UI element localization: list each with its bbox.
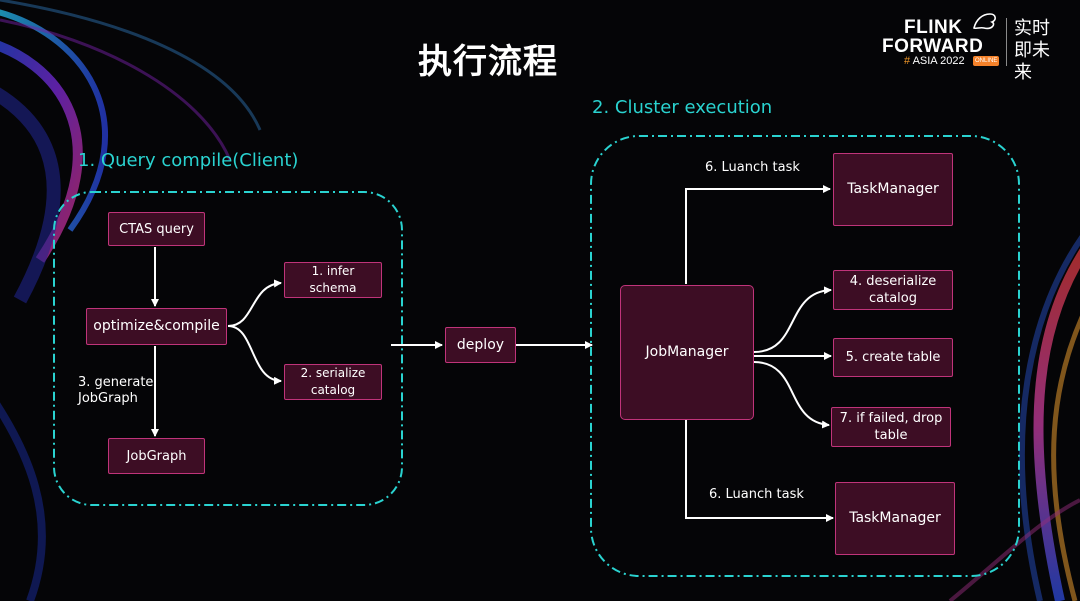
logo-flink-text: FLINK [904, 17, 963, 38]
deploy-node: deploy [445, 327, 516, 363]
section-label-client: 1. Query compile(Client) [78, 150, 299, 171]
page-title: 执行流程 [418, 42, 558, 82]
arrow-optimize-to-serialize [227, 325, 282, 385]
serialize-catalog-node: 2. serialize catalog [284, 364, 382, 400]
section-label-cluster: 2. Cluster execution [592, 97, 773, 118]
arrow-jobmanager-to-taskmanager-top [685, 185, 831, 284]
taskmanager-bottom-node: TaskManager [835, 482, 955, 555]
logo-forward-text: FORWARD [882, 36, 984, 57]
drop-table-node: 7. if failed, drop table [831, 407, 951, 447]
flink-forward-logo: FLINK FORWARD # ASIA 2022 ONLINE 实时即未来 [880, 10, 1070, 83]
arrow-jobmanager-to-taskmanager-bottom [685, 420, 834, 522]
logo-online-badge: ONLINE [973, 56, 1000, 66]
arrow-optimize-to-infer [227, 279, 282, 327]
launch-task-bottom-label: 6. Luanch task [709, 487, 804, 502]
jobmanager-node: JobManager [620, 285, 754, 420]
infer-schema-node: 1. infer schema [284, 262, 382, 298]
squirrel-logo-icon [973, 13, 996, 30]
cluster-container [590, 135, 1020, 577]
logo-slogan: 实时即未来 [1014, 18, 1050, 83]
client-container [53, 191, 403, 506]
arrow-jobmanager-to-drop-table [753, 361, 830, 429]
ctas-query-node: CTAS query [108, 212, 205, 246]
jobgraph-node: JobGraph [108, 438, 205, 474]
deserialize-catalog-node: 4. deserialize catalog [833, 270, 953, 310]
generate-jobgraph-label: 3. generate JobGraph [78, 375, 154, 406]
arrow-jobmanager-to-deserialize [753, 286, 832, 353]
logo-event-text: # ASIA 2022 [904, 55, 965, 67]
optimize-compile-node: optimize&compile [86, 308, 227, 345]
taskmanager-top-node: TaskManager [833, 153, 953, 226]
logo-divider [1006, 18, 1007, 66]
launch-task-top-label: 6. Luanch task [705, 160, 800, 175]
create-table-node: 5. create table [833, 338, 953, 377]
